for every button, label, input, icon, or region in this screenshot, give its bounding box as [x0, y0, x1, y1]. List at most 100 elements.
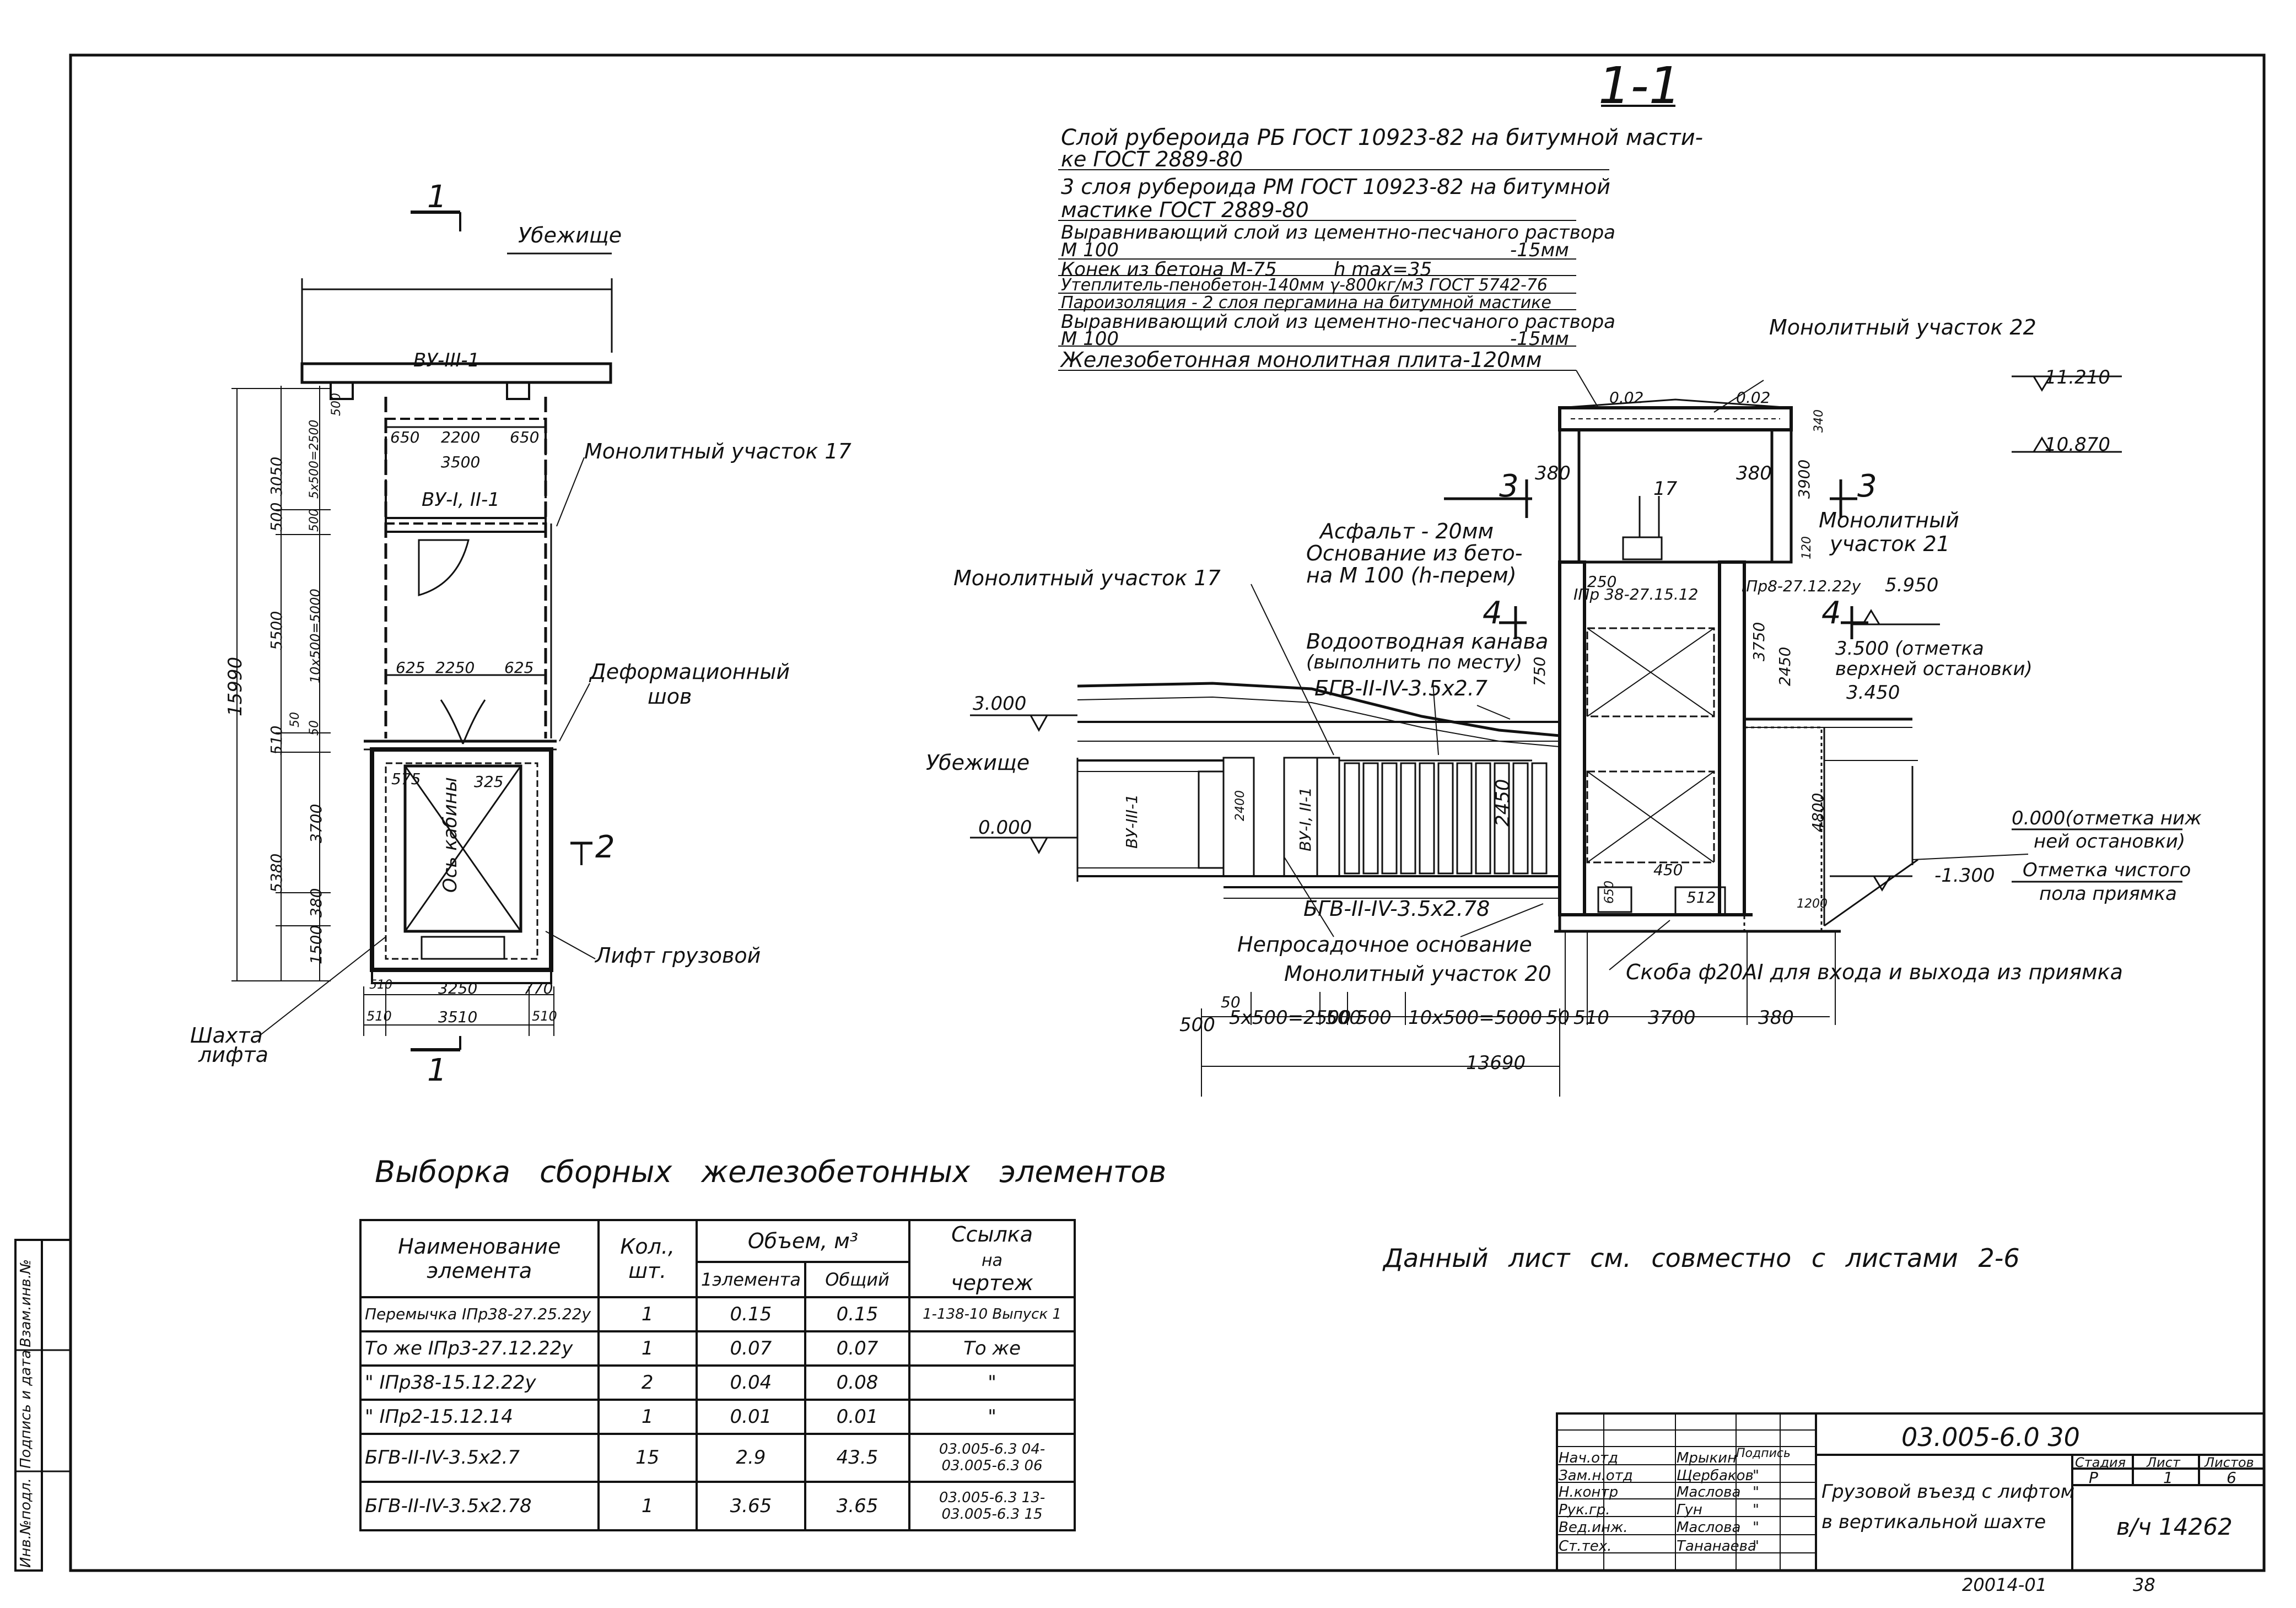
spec-header-qty-1: Кол.,: [620, 1234, 675, 1259]
plan-dim-v500b: 500: [308, 509, 321, 532]
spec-cell-vt: 0.07: [804, 1330, 911, 1367]
section-monolith22: Монолитный участок 22: [1769, 315, 2036, 339]
layer-line-4: мастике ГОСТ 2889-80: [1061, 198, 1309, 222]
plan-dim-v5x500: 5x500=2500: [308, 419, 321, 499]
section-dim-2450a: 2450: [1776, 646, 1794, 686]
stamp-sig-2: ": [1753, 1467, 1759, 1484]
section-elev-5950: 5.950: [1885, 574, 1939, 596]
plan-dim-510c: 510: [532, 1008, 557, 1024]
section-vu3: ВУ-III-1: [1123, 794, 1141, 849]
plan-dim-3500: 3500: [441, 453, 481, 471]
stamp-sig-5: ": [1753, 1519, 1759, 1536]
spec-header-name: Наименование элемента: [359, 1219, 600, 1298]
spec-header-vol-one: 1элемента: [695, 1261, 806, 1298]
section-lintel-2: IПр8-27.12.22у: [1742, 577, 1861, 595]
sidebar-strip: [14, 1239, 43, 1572]
plan-dim-v50a: 50: [308, 720, 321, 736]
plan-dim-v500: 500: [267, 502, 285, 532]
spec-header-ref-2: на: [982, 1251, 1003, 1270]
spec-header-qty: Кол., шт.: [597, 1219, 698, 1298]
section-elev-0000c: ней остановки): [2034, 830, 2186, 852]
ramp-slab: [1400, 762, 1416, 875]
section-dim-510: 510: [1573, 1007, 1609, 1029]
section-mark-3b: 3: [1857, 468, 1877, 504]
spec-header-ref: Ссылка на чертеж: [908, 1219, 1076, 1298]
section-title: 1-1: [1598, 56, 1681, 115]
layer-line-5: Выравнивающий слой из цементно-песчаного…: [1061, 222, 1615, 244]
section-monolith20: Монолитный участок 20: [1284, 962, 1551, 986]
plan-shaft-label-2: лифта: [198, 1043, 268, 1067]
stamp-name-6: Тананаева: [1677, 1538, 1756, 1555]
ramp-slab: [1362, 762, 1379, 875]
spec-cell-v1: 0.15: [695, 1296, 806, 1332]
section-mark-4b: 4: [1821, 595, 1841, 631]
spec-header-ref-1: Ссылка: [951, 1222, 1033, 1247]
spec-cell-qty: 1: [597, 1330, 698, 1367]
table-row: " IПр2-15.12.14 1 0.01 0.01 ": [359, 1398, 1076, 1435]
spec-cell-vt: 0.01: [804, 1398, 911, 1435]
section-drain-2: (выполнить по месту): [1306, 651, 1523, 673]
plan-dim-v500c: 500: [330, 393, 343, 416]
layer-line-2: ке ГОСТ 2889-80: [1061, 147, 1243, 171]
plan-dim-625a: 625: [396, 659, 425, 677]
plan-dim-v380: 380: [307, 888, 325, 918]
stamp-sig-3: ": [1753, 1484, 1759, 1501]
stamp-role-3: Н.контр: [1559, 1484, 1619, 1501]
stamp-sig-6: ": [1753, 1538, 1759, 1555]
plan-dim-625b: 625: [504, 659, 534, 677]
plan-joint-label-2: шов: [648, 684, 692, 709]
spec-cell-v1: 0.01: [695, 1398, 806, 1435]
layer-line-11: Пароизоляция - 2 слоя пергамина на битум…: [1061, 293, 1551, 312]
section-asphalt-2: Основание из бето-: [1306, 541, 1523, 565]
plan-section-mark-top: 1: [427, 179, 447, 215]
section-dim-13690: 13690: [1466, 1052, 1526, 1074]
spec-cell-vt: 0.15: [804, 1296, 911, 1332]
stamp-code: 03.005-6.0 30: [1901, 1422, 2080, 1452]
layer-line-10: Утеплитель-пенобетон-140мм γ-800кг/м3 ГО…: [1061, 276, 1548, 295]
sidebar-inv: Инв.№подл.: [18, 1478, 34, 1568]
plan-monolith17-label: Монолитный участок 17: [584, 439, 851, 463]
ramp-slab: [1456, 762, 1473, 875]
spec-cell-qty: 2: [597, 1364, 698, 1401]
section-dim-512: 512: [1686, 888, 1716, 906]
layer-line-6: М 100: [1061, 239, 1119, 261]
plan-view: [231, 211, 613, 1051]
frame-border: [69, 53, 2266, 1572]
section-dim-10x500: 10x500=5000: [1408, 1007, 1543, 1029]
spec-cell-ref: То же: [908, 1330, 1076, 1367]
stamp-title-2: в вертикальной шахте: [1821, 1511, 2046, 1533]
table-row: То же IПр3-27.12.22у 1 0.07 0.07 То же: [359, 1330, 1076, 1367]
spec-cell-name: БГВ-II-IV-3.5x2.78: [359, 1481, 600, 1531]
table-row: БГВ-II-IV-3.5x2.7 15 2.9 43.5 03.005-6.3…: [359, 1432, 1076, 1483]
spec-cell-ref: 1-138-10 Выпуск 1: [908, 1296, 1076, 1332]
ramp-slab: [1419, 762, 1435, 875]
stamp-sig-4: ": [1753, 1502, 1759, 1518]
section-non-subsiding: Непросадочное основание: [1237, 932, 1532, 957]
layer-line-8: Конек из бетона М-75: [1061, 258, 1277, 280]
table-row: " IПр38-15.12.22у 2 0.04 0.08 ": [359, 1364, 1076, 1401]
section-dim-750: 750: [1530, 656, 1549, 686]
section-elev-3450: 3.450: [1846, 682, 1900, 704]
section-dim-120: 120: [1800, 536, 1814, 559]
spec-header-vol-total: Общий: [804, 1261, 911, 1298]
section-dim-3900: 3900: [1795, 459, 1813, 499]
section-elev-3500: 3.500 (отметка: [1835, 638, 1984, 660]
spec-cell-v1: 0.07: [695, 1330, 806, 1367]
spec-cell-name: " IПр38-15.12.22у: [359, 1364, 600, 1401]
section-view: [970, 105, 2182, 1097]
spec-cell-ref: ": [908, 1398, 1076, 1435]
spec-cell-name: БГВ-II-IV-3.5x2.7: [359, 1432, 600, 1483]
section-dim-380b: 380: [1736, 462, 1772, 484]
plan-dim-770: 770: [524, 979, 553, 997]
section-dim-500c: 500: [1356, 1007, 1392, 1029]
stamp-name-3: Маслова: [1677, 1484, 1741, 1501]
spec-cell-ref: ": [908, 1364, 1076, 1401]
layer-line-9: h max=35: [1334, 258, 1432, 280]
plan-dim-v10x500: 10x500=5000: [308, 589, 323, 683]
plan-dim-3250: 3250: [438, 979, 478, 997]
spec-table: Наименование элемента Кол., шт. Объем, м…: [359, 1218, 1076, 1531]
section-bgv-bot: БГВ-II-IV-3.5x2.78: [1303, 897, 1490, 921]
section-dim-380a: 380: [1535, 462, 1571, 484]
spec-cell-name: Перемычка IПр38-27.25.22у: [359, 1296, 600, 1332]
